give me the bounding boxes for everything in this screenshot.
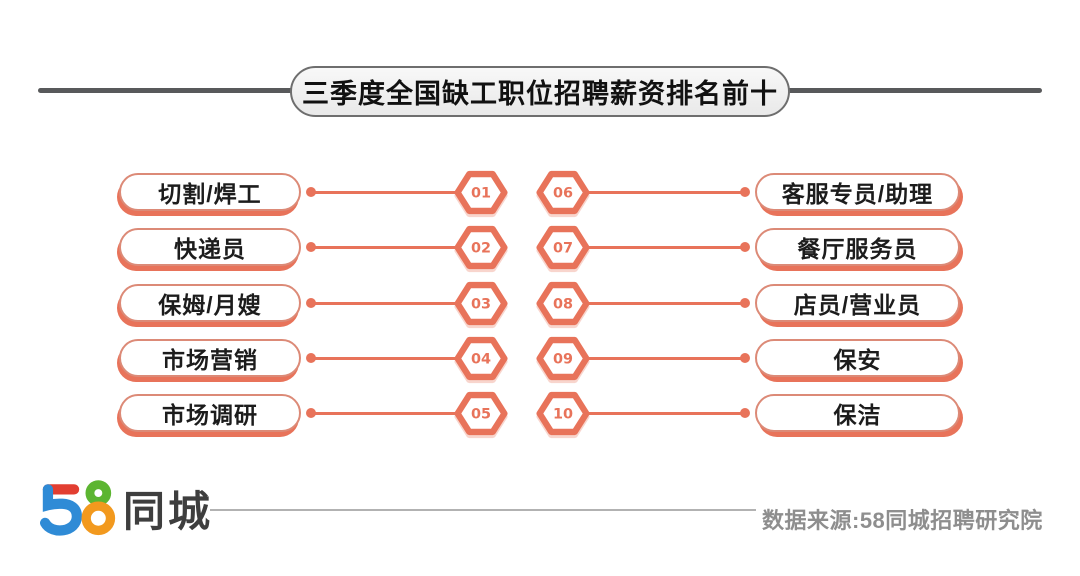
hexagon-shape (454, 225, 508, 269)
logo-5-blue-stroke (40, 484, 83, 536)
job-label: 切割/焊工 (158, 181, 262, 207)
connector-dot (740, 298, 750, 308)
job-label: 市场营销 (162, 347, 258, 373)
connector-dot (740, 408, 750, 418)
rank-number: 02 (471, 240, 491, 256)
rank-number: 06 (553, 185, 573, 201)
job-label-pill: 市场调研 (119, 394, 301, 432)
connector-line (312, 301, 458, 305)
job-label-pill: 保安 (755, 339, 960, 377)
connector-dot (306, 242, 316, 252)
hexagon-shape (536, 391, 590, 435)
hexagon-shape (454, 170, 508, 214)
rank-hexagon: 02 (454, 225, 508, 269)
connector-line (586, 301, 744, 305)
connector-line (586, 411, 744, 415)
ranking-row: 07 餐厅服务员 (536, 223, 960, 271)
connector-line (586, 245, 744, 249)
rank-number: 04 (471, 351, 491, 367)
logo-58tongcheng: 同城 (33, 477, 213, 539)
logo-8-orange-ring (81, 501, 116, 536)
hexagon-shape (536, 281, 590, 325)
job-label: 餐厅服务员 (797, 236, 918, 262)
ranking-row: 10 保洁 (536, 389, 960, 437)
rank-hexagon: 05 (454, 391, 508, 435)
ranking-row: 保姆/月嫂 03 (119, 279, 508, 327)
rank-hexagon: 03 (454, 281, 508, 325)
rank-hexagon: 10 (536, 391, 590, 435)
rank-number: 03 (471, 296, 491, 312)
logo-8-green-ring (85, 480, 112, 506)
rank-hexagon: 07 (536, 225, 590, 269)
ranking-row: 市场调研 05 (119, 389, 508, 437)
ranking-row: 快递员 02 (119, 223, 508, 271)
logo-wordmark: 同城 (123, 487, 214, 535)
job-label: 客服专员/助理 (781, 181, 934, 207)
hexagon-shape (536, 336, 590, 380)
job-label-pill: 快递员 (119, 228, 301, 266)
ranking-row: 切割/焊工 01 (119, 168, 508, 216)
rank-number: 10 (553, 406, 573, 422)
connector-dot (740, 187, 750, 197)
hexagon-shape (454, 281, 508, 325)
rank-number: 09 (553, 351, 573, 367)
footer-divider-line (210, 509, 756, 511)
job-label-pill: 切割/焊工 (119, 173, 301, 211)
job-label-pill: 保洁 (755, 394, 960, 432)
ranking-row: 06 客服专员/助理 (536, 168, 960, 216)
connector-dot (740, 242, 750, 252)
connector-line (312, 411, 458, 415)
job-label-pill: 保姆/月嫂 (119, 284, 301, 322)
rank-hexagon: 06 (536, 170, 590, 214)
job-label: 市场调研 (162, 402, 258, 428)
job-label-pill: 市场营销 (119, 339, 301, 377)
job-label: 店员/营业员 (793, 292, 922, 318)
ranking-row: 08 店员/营业员 (536, 279, 960, 327)
hexagon-shape (454, 391, 508, 435)
hexagon-shape (536, 170, 590, 214)
connector-dot (740, 353, 750, 363)
connector-line (586, 190, 744, 194)
ranking-row: 市场营销 04 (119, 334, 508, 382)
connector-line (586, 356, 744, 360)
connector-line (312, 190, 458, 194)
job-label-pill: 客服专员/助理 (755, 173, 960, 211)
job-label: 快递员 (174, 236, 246, 262)
rank-number: 05 (471, 406, 491, 422)
connector-line (312, 245, 458, 249)
logo-58-icon (40, 480, 116, 536)
connector-dot (306, 187, 316, 197)
connector-dot (306, 298, 316, 308)
job-label: 保洁 (833, 402, 882, 428)
rank-hexagon: 09 (536, 336, 590, 380)
page-title: 三季度全国缺工职位招聘薪资排名前十 (290, 66, 790, 117)
hexagon-shape (454, 336, 508, 380)
job-label: 保姆/月嫂 (158, 292, 262, 318)
job-label-pill: 餐厅服务员 (755, 228, 960, 266)
connector-line (312, 356, 458, 360)
rank-hexagon: 01 (454, 170, 508, 214)
rank-number: 08 (553, 296, 573, 312)
rank-hexagon: 04 (454, 336, 508, 380)
ranking-row: 09 保安 (536, 334, 960, 382)
connector-dot (306, 353, 316, 363)
rank-hexagon: 08 (536, 281, 590, 325)
job-label: 保安 (833, 347, 882, 373)
job-label-pill: 店员/营业员 (755, 284, 960, 322)
connector-dot (306, 408, 316, 418)
rank-number: 07 (553, 240, 573, 256)
data-source-text: 数据来源:58同城招聘研究院 (762, 508, 1043, 533)
rank-number: 01 (471, 185, 491, 201)
hexagon-shape (536, 225, 590, 269)
